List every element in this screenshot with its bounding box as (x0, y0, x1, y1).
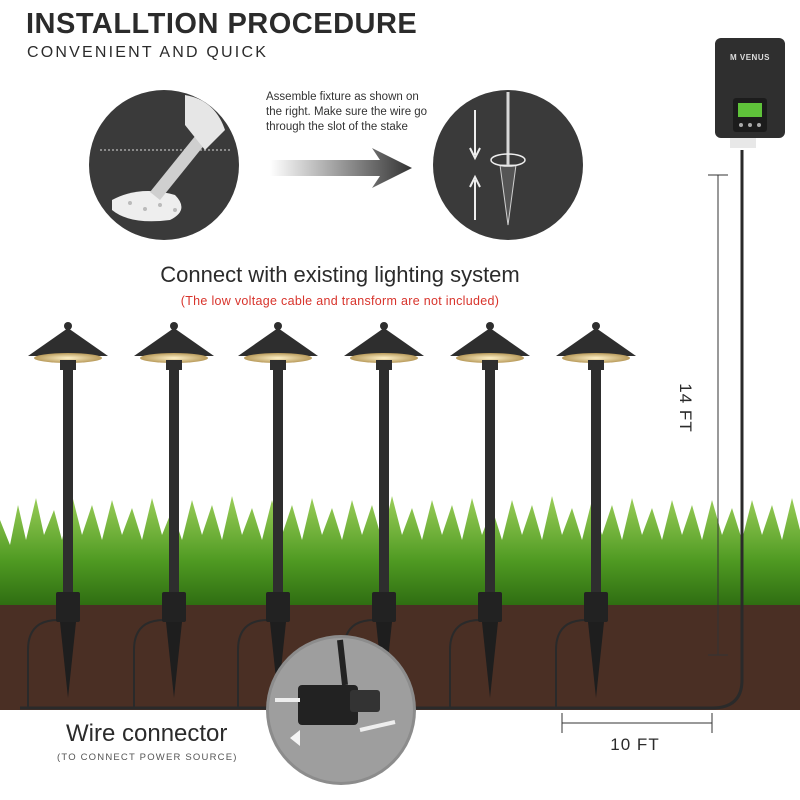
grass (0, 495, 800, 605)
wire-connector-sublabel: (TO CONNECT POWER SOURCE) (57, 752, 238, 763)
digging-step-illustration (89, 90, 239, 240)
stake-step-illustration (433, 90, 583, 240)
path-light-5 (449, 322, 530, 708)
path-light-3 (237, 322, 318, 708)
connect-note: (The low voltage cable and transform are… (180, 294, 500, 308)
path-lights (27, 322, 636, 708)
path-light-1 (27, 322, 108, 708)
height-dimension (708, 174, 728, 656)
wire-connector-illustration (266, 635, 416, 785)
page-title: INSTALLTION PROCEDURE (26, 8, 418, 40)
main-cable (20, 150, 744, 710)
height-dimension-label: 14 FT (676, 383, 695, 433)
path-light-2 (133, 322, 214, 708)
transformer-brand-logo: M VENUS (730, 53, 770, 62)
arrow-right-icon (270, 148, 412, 188)
assembly-instruction: Assemble fixture as shown on the right. … (266, 91, 428, 133)
path-light-4 (343, 322, 424, 708)
connect-heading: Connect with existing lighting system (160, 262, 520, 287)
width-dimension-label: 10 FT (610, 735, 660, 754)
page-subtitle: CONVENIENT AND QUICK (27, 44, 269, 61)
transformer (715, 38, 785, 148)
path-light-6 (555, 322, 636, 708)
width-dimension (561, 713, 713, 733)
wire-connector-label: Wire connector (66, 720, 228, 747)
